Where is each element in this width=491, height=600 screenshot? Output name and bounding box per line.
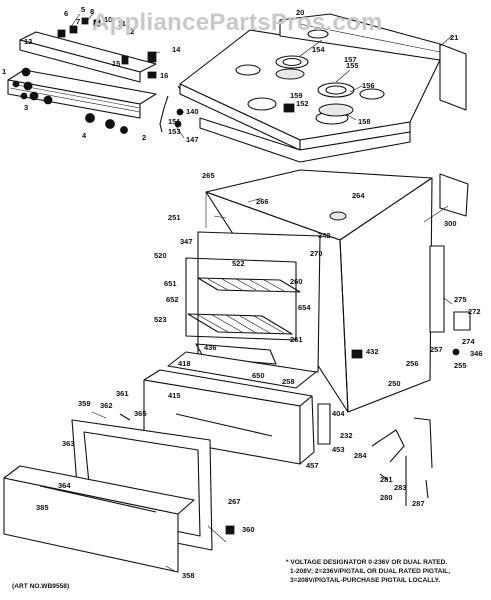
range-body bbox=[205, 169, 469, 413]
callout-159: 159 bbox=[290, 91, 303, 100]
callout-13: 13 bbox=[24, 37, 32, 46]
callout-140: 140 bbox=[186, 107, 199, 116]
callout-272: 272 bbox=[468, 307, 481, 316]
callout-361: 361 bbox=[116, 389, 129, 398]
bake-element bbox=[195, 343, 277, 365]
callout-157: 157 bbox=[344, 55, 357, 64]
callout-432: 432 bbox=[366, 347, 379, 356]
cooktop bbox=[179, 13, 467, 163]
watermark-text: AppliancePartsPros.com bbox=[92, 9, 383, 36]
callout-652: 652 bbox=[166, 295, 179, 304]
callout-256: 256 bbox=[406, 359, 419, 368]
callout-265: 265 bbox=[202, 171, 215, 180]
callout-270: 270 bbox=[310, 249, 323, 258]
callout-453: 453 bbox=[332, 445, 345, 454]
callout-418: 418 bbox=[178, 359, 191, 368]
callout-250: 250 bbox=[388, 379, 401, 388]
callout-6: 6 bbox=[64, 9, 68, 18]
callout-257: 257 bbox=[430, 345, 443, 354]
callout-360: 360 bbox=[242, 525, 255, 534]
callout-358: 358 bbox=[182, 571, 195, 580]
callout-654: 654 bbox=[298, 303, 311, 312]
door-hinges bbox=[317, 311, 471, 506]
callout-364: 364 bbox=[58, 481, 71, 490]
oven-liner-and-racks bbox=[185, 231, 321, 373]
callout-347: 347 bbox=[180, 237, 193, 246]
callout-151: 151 bbox=[168, 117, 181, 126]
callout-280: 280 bbox=[380, 493, 393, 502]
note-line-1: * VOLTAGE DESIGNATOR 0-236V OR DUAL RATE… bbox=[286, 559, 447, 566]
callout-264: 264 bbox=[352, 191, 365, 200]
callout-147: 147 bbox=[186, 135, 199, 144]
callout-651: 651 bbox=[164, 279, 177, 288]
callout-287: 287 bbox=[412, 499, 425, 508]
callout-342: 342 bbox=[318, 231, 331, 240]
callout-522: 522 bbox=[232, 259, 245, 268]
callout-261: 261 bbox=[290, 335, 303, 344]
callout-266: 266 bbox=[256, 197, 269, 206]
callout-2: 2 bbox=[142, 133, 146, 142]
rack-upper bbox=[197, 277, 301, 293]
callout-15: 15 bbox=[112, 59, 120, 68]
callout-362: 362 bbox=[100, 401, 113, 410]
note-line-2: 1-208V; 2=236V/PIGTAIL OR DUAL RATED PIG… bbox=[290, 568, 450, 575]
callout-10: 10 bbox=[104, 15, 112, 24]
callout-436: 436 bbox=[204, 343, 217, 352]
callout-255: 255 bbox=[454, 361, 467, 370]
callout-14: 14 bbox=[172, 45, 181, 54]
callout-153: 153 bbox=[168, 127, 181, 136]
callout-363: 363 bbox=[62, 439, 75, 448]
note-line-3: 3=208V/PIGTAIL-PURCHASE PIGTAIL LOCALLY. bbox=[290, 577, 440, 584]
callout-520: 520 bbox=[154, 251, 167, 260]
leader-lines bbox=[69, 11, 453, 573]
callout-7: 7 bbox=[76, 17, 80, 26]
callout-359: 359 bbox=[78, 399, 91, 408]
callout-8: 8 bbox=[90, 7, 94, 16]
callout-4: 4 bbox=[82, 131, 87, 140]
callout-152: 152 bbox=[296, 99, 309, 108]
callout-1: 1 bbox=[2, 67, 6, 76]
callout-385: 385 bbox=[36, 503, 49, 512]
callout-labels: 5 6 7 8 10 11 12 13 14 15 16 1 2 3 4 20 … bbox=[2, 5, 483, 580]
callout-16: 16 bbox=[160, 71, 168, 80]
callout-283: 283 bbox=[394, 483, 407, 492]
art-number: (ART NO.WB9558) bbox=[12, 583, 69, 590]
callout-281: 281 bbox=[380, 475, 393, 484]
rack-lower bbox=[187, 313, 293, 335]
callout-251: 251 bbox=[168, 213, 181, 222]
callout-275: 275 bbox=[454, 295, 467, 304]
callout-155: 155 bbox=[346, 61, 359, 70]
callout-3: 3 bbox=[24, 103, 28, 112]
callout-21: 21 bbox=[450, 33, 458, 42]
callout-260: 260 bbox=[290, 277, 303, 286]
callout-650: 650 bbox=[252, 371, 265, 380]
callout-346: 346 bbox=[470, 349, 483, 358]
callout-365: 365 bbox=[134, 409, 147, 418]
callout-20: 20 bbox=[296, 8, 304, 17]
callout-158: 158 bbox=[358, 117, 371, 126]
voltage-note: * VOLTAGE DESIGNATOR 0-236V OR DUAL RATE… bbox=[286, 559, 450, 584]
callout-11: 11 bbox=[118, 19, 126, 28]
oven-door bbox=[3, 465, 235, 573]
callout-457: 457 bbox=[306, 461, 319, 470]
callout-415: 415 bbox=[168, 391, 181, 400]
callout-300: 300 bbox=[444, 219, 457, 228]
callout-156: 156 bbox=[362, 81, 375, 90]
callout-284: 284 bbox=[354, 451, 367, 460]
callout-12: 12 bbox=[126, 27, 134, 36]
callout-274: 274 bbox=[462, 337, 475, 346]
surface-elements bbox=[275, 29, 355, 117]
callout-5: 5 bbox=[81, 5, 85, 14]
callout-267: 267 bbox=[228, 497, 241, 506]
control-knobs bbox=[12, 17, 184, 134]
callout-154: 154 bbox=[312, 45, 325, 54]
callout-523: 523 bbox=[154, 315, 167, 324]
callout-258: 258 bbox=[282, 377, 295, 386]
callout-404: 404 bbox=[332, 409, 345, 418]
callout-232: 232 bbox=[340, 431, 353, 440]
